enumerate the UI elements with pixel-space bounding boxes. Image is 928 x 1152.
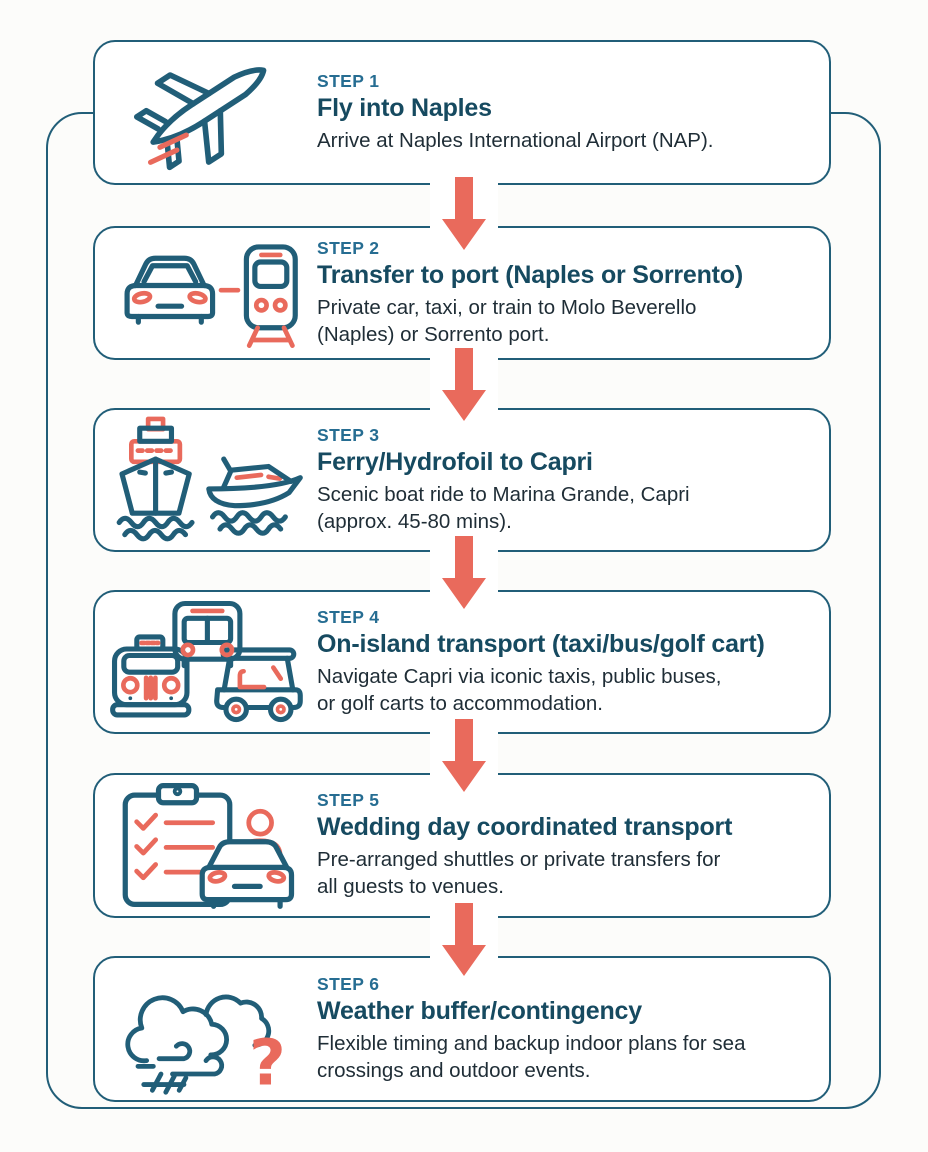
step-label: STEP 3 <box>317 424 380 445</box>
step-title: On-island transport (taxi/bus/golf cart) <box>317 629 765 658</box>
airplane-icon <box>95 42 317 183</box>
step-title: Weather buffer/contingency <box>317 996 642 1025</box>
step-card-1: STEP 1 Fly into Naples Arrive at Naples … <box>93 40 831 185</box>
step-card-2: STEP 2 Transfer to port (Naples or Sorre… <box>93 226 831 360</box>
step-card-4: STEP 4 On-island transport (taxi/bus/gol… <box>93 590 831 734</box>
storm-cloud-question-icon: ? <box>95 958 317 1100</box>
step-description: Scenic boat ride to Marina Grande, Capri… <box>317 482 690 533</box>
step-title: Ferry/Hydrofoil to Capri <box>317 447 593 476</box>
clipboard-person-car-icon <box>95 775 317 916</box>
car-train-icon <box>95 228 317 358</box>
step-description: Flexible timing and backup indoor plans … <box>317 1031 746 1082</box>
down-arrow-icon <box>430 177 498 251</box>
down-arrow-icon <box>430 903 498 977</box>
down-arrow-icon <box>430 348 498 422</box>
step-description: Arrive at Naples International Airport (… <box>317 128 714 152</box>
step-label: STEP 4 <box>317 606 380 627</box>
svg-text:?: ? <box>249 1026 286 1097</box>
ferry-hydrofoil-icon <box>95 410 317 550</box>
step-card-5: STEP 5 Wedding day coordinated transport… <box>93 773 831 918</box>
step-label: STEP 2 <box>317 237 380 258</box>
step-label: STEP 5 <box>317 790 380 811</box>
down-arrow-icon <box>430 536 498 610</box>
step-label: STEP 6 <box>317 973 380 994</box>
step-label: STEP 1 <box>317 70 380 91</box>
step-description: Pre-arranged shuttles or private transfe… <box>317 848 721 898</box>
step-title: Fly into Naples <box>317 93 492 122</box>
step-title: Wedding day coordinated transport <box>317 813 733 842</box>
down-arrow-icon <box>430 719 498 793</box>
step-title: Transfer to port (Naples or Sorrento) <box>317 260 743 289</box>
step-description: Private car, taxi, or train to Molo Beve… <box>317 295 697 346</box>
taxi-bus-golf-cart-icon <box>95 592 317 732</box>
step-description: Navigate Capri via iconic taxis, public … <box>317 664 722 715</box>
step-card-3: STEP 3 Ferry/Hydrofoil to Capri Scenic b… <box>93 408 831 552</box>
